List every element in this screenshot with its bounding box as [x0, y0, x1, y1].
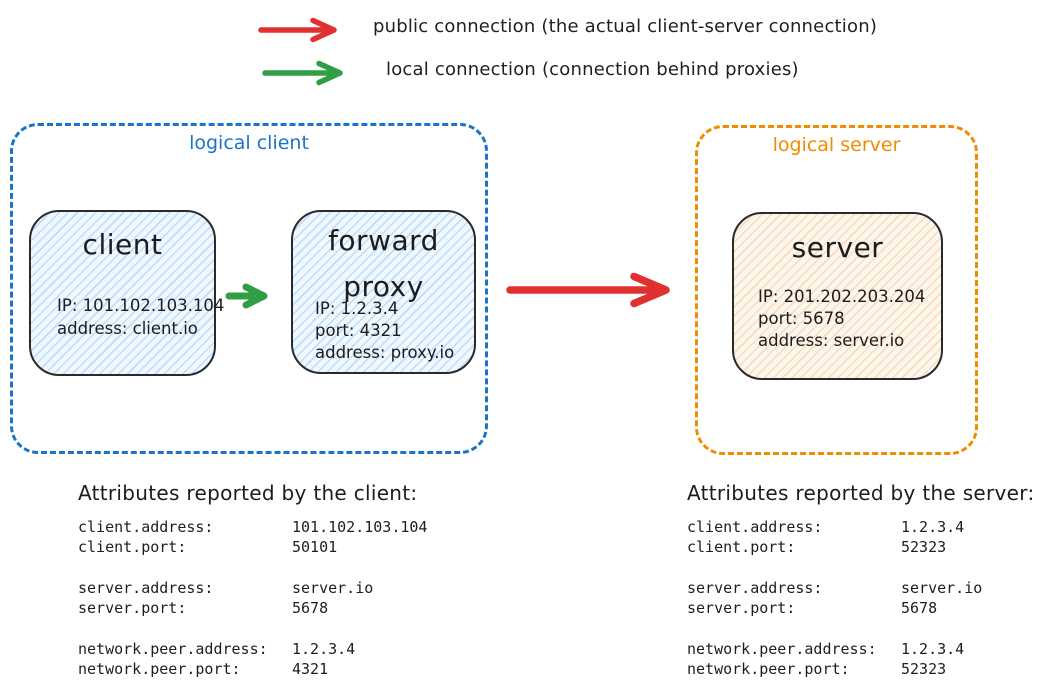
client-address-line: address: client.io — [57, 319, 198, 338]
server-attributes-block: Attributes reported by the server: clien… — [687, 481, 1039, 686]
attr-row: server.port:5678 — [687, 599, 938, 617]
local-connection-arrow-icon — [260, 59, 360, 87]
client-node-details: IP: 101.102.103.104 address: client.io — [57, 294, 224, 340]
server-port-line: port: 5678 — [758, 309, 845, 328]
forward-proxy-node-title: forward proxy — [328, 224, 439, 303]
attr-row: network.peer.address:1.2.3.4 — [687, 640, 965, 658]
forward-proxy-node: forward proxy IP: 1.2.3.4 port: 4321 add… — [291, 210, 476, 374]
server-node: server IP: 201.202.203.204 port: 5678 ad… — [732, 212, 943, 380]
logical-server-group: logical server server IP: 201.202.203.20… — [695, 125, 978, 455]
attr-row: network.peer.port:52323 — [687, 660, 947, 678]
public-connection-arrow-icon — [256, 16, 354, 44]
client-attr-group-client: client.address:101.102.103.104 client.po… — [78, 517, 478, 557]
attr-row: network.peer.port:4321 — [78, 660, 329, 678]
client-to-server-arrow-icon — [503, 270, 689, 310]
server-attr-group-network-peer: network.peer.address:1.2.3.4 network.pee… — [687, 639, 1039, 679]
client-to-proxy-arrow-icon — [224, 283, 274, 309]
client-node-title: client — [82, 228, 163, 261]
client-node: client IP: 101.102.103.104 address: clie… — [29, 210, 224, 376]
attr-row: client.port:50101 — [78, 538, 338, 556]
proxy-port-line: port: 4321 — [315, 321, 402, 340]
attr-row: client.address:101.102.103.104 — [78, 518, 428, 536]
client-attr-group-server: server.address:server.io server.port:567… — [78, 578, 478, 618]
forward-proxy-node-details: IP: 1.2.3.4 port: 4321 address: proxy.io — [315, 298, 454, 364]
attr-row: server.address:server.io — [687, 579, 983, 597]
legend-public-connection-label: public connection (the actual client-ser… — [373, 16, 878, 37]
client-attributes-block: Attributes reported by the client: clien… — [78, 481, 478, 686]
server-attr-group-server: server.address:server.io server.port:567… — [687, 578, 1039, 618]
attr-row: client.address:1.2.3.4 — [687, 518, 965, 536]
client-attr-group-network-peer: network.peer.address:1.2.3.4 network.pee… — [78, 639, 478, 679]
attr-row: client.port:52323 — [687, 538, 947, 556]
logical-server-label: logical server — [772, 134, 901, 156]
proxy-address-line: address: proxy.io — [315, 343, 455, 362]
server-address-line: address: server.io — [758, 331, 905, 350]
server-attr-group-client: client.address:1.2.3.4 client.port:52323 — [687, 517, 1039, 557]
server-node-title: server — [791, 231, 884, 264]
legend-local-connection-label: local connection (connection behind prox… — [386, 59, 799, 80]
attr-row: server.port:5678 — [78, 599, 329, 617]
logical-client-group: logical client client IP: 101.102.103.10… — [10, 123, 488, 454]
server-attributes-heading: Attributes reported by the server: — [687, 481, 1035, 505]
logical-client-label: logical client — [189, 132, 309, 154]
server-ip-line: IP: 201.202.203.204 — [758, 287, 926, 306]
attr-row: server.address:server.io — [78, 579, 374, 597]
server-node-details: IP: 201.202.203.204 port: 5678 address: … — [758, 286, 925, 352]
proxy-ip-line: IP: 1.2.3.4 — [315, 299, 399, 318]
client-attributes-heading: Attributes reported by the client: — [78, 481, 418, 505]
client-ip-line: IP: 101.102.103.104 — [57, 296, 225, 315]
attr-row: network.peer.address:1.2.3.4 — [78, 640, 356, 658]
